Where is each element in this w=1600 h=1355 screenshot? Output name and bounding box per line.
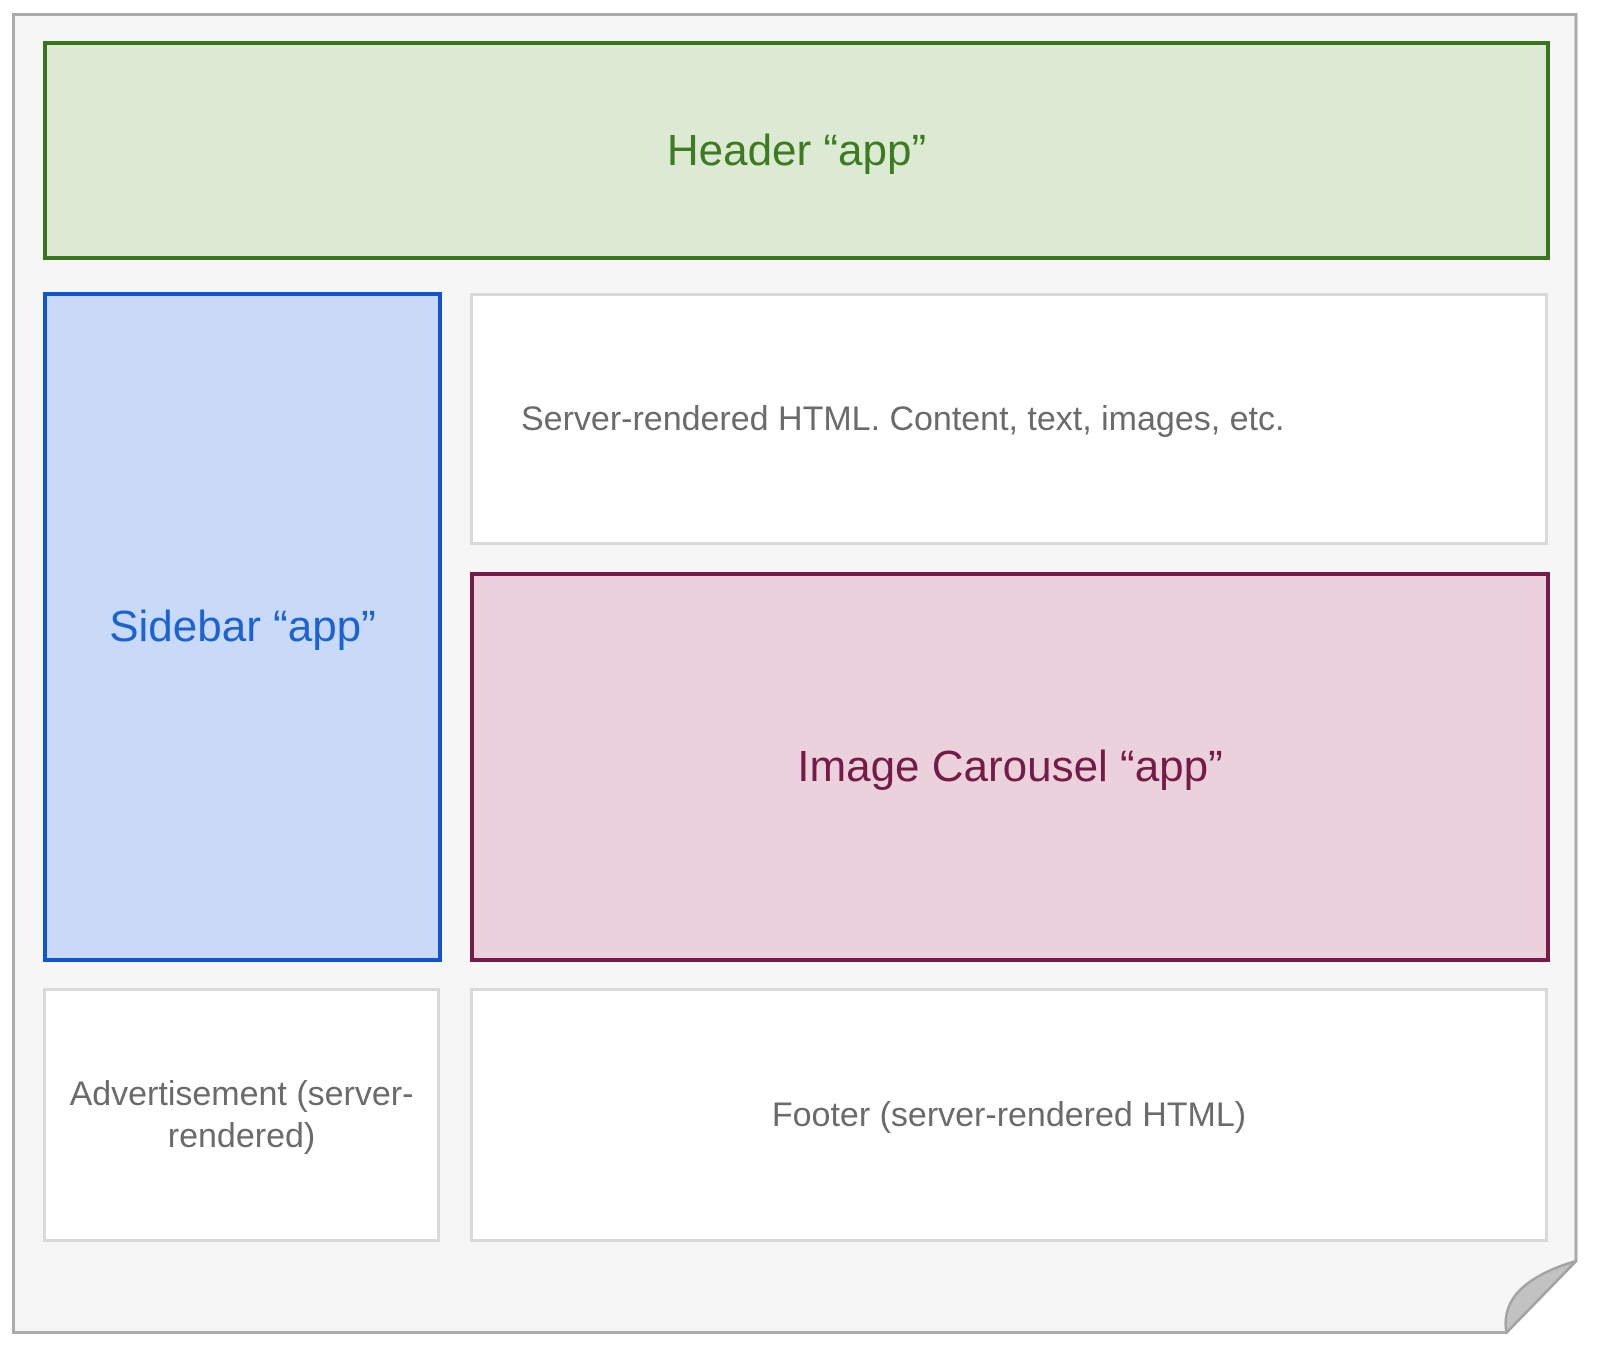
header-app-label: Header “app” bbox=[666, 125, 927, 175]
advertisement-label: Advertisement (server-rendered) bbox=[69, 1074, 414, 1156]
header-app-box: Header “app” bbox=[43, 41, 1550, 260]
footer-label: Footer (server-rendered HTML) bbox=[771, 1095, 1247, 1134]
image-carousel-app-box: Image Carousel “app” bbox=[470, 572, 1550, 962]
image-carousel-app-label: Image Carousel “app” bbox=[797, 742, 1223, 791]
server-rendered-content-box: Server-rendered HTML. Content, text, ima… bbox=[470, 293, 1548, 545]
sidebar-app-label: Sidebar “app” bbox=[109, 602, 376, 651]
advertisement-box: Advertisement (server-rendered) bbox=[43, 988, 440, 1242]
sidebar-app-box: Sidebar “app” bbox=[43, 292, 442, 962]
server-rendered-content-label: Server-rendered HTML. Content, text, ima… bbox=[521, 399, 1285, 438]
folded-corner bbox=[1504, 1259, 1578, 1334]
footer-box: Footer (server-rendered HTML) bbox=[470, 988, 1548, 1242]
